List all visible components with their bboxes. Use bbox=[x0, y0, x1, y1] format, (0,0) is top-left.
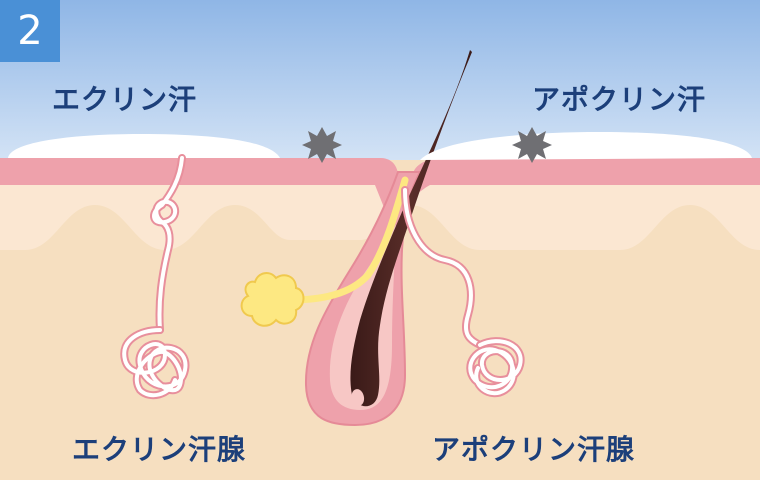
hair-papilla bbox=[351, 389, 365, 406]
epidermis-right bbox=[411, 158, 760, 193]
hair-shaft bbox=[350, 50, 472, 407]
apocrine-gland bbox=[401, 186, 525, 398]
bacteria-icon bbox=[512, 127, 552, 163]
eccrine-sweat-label: エクリン汗 bbox=[52, 83, 198, 116]
eccrine-gland bbox=[120, 154, 190, 400]
apocrine-sweat-label: アポクリン汗 bbox=[532, 83, 707, 116]
sebaceous-gland bbox=[240, 272, 305, 327]
bacteria-icon bbox=[302, 127, 342, 163]
apocrine-sweat-film bbox=[420, 132, 752, 160]
eccrine-sweat-film bbox=[8, 134, 280, 158]
epidermis bbox=[0, 158, 399, 210]
eccrine-gland-label: エクリン汗腺 bbox=[72, 433, 247, 466]
apocrine-gland-label: アポクリン汗腺 bbox=[432, 433, 636, 466]
sebaceous-duct bbox=[286, 176, 409, 304]
step-number-badge: 2 bbox=[0, 0, 60, 62]
